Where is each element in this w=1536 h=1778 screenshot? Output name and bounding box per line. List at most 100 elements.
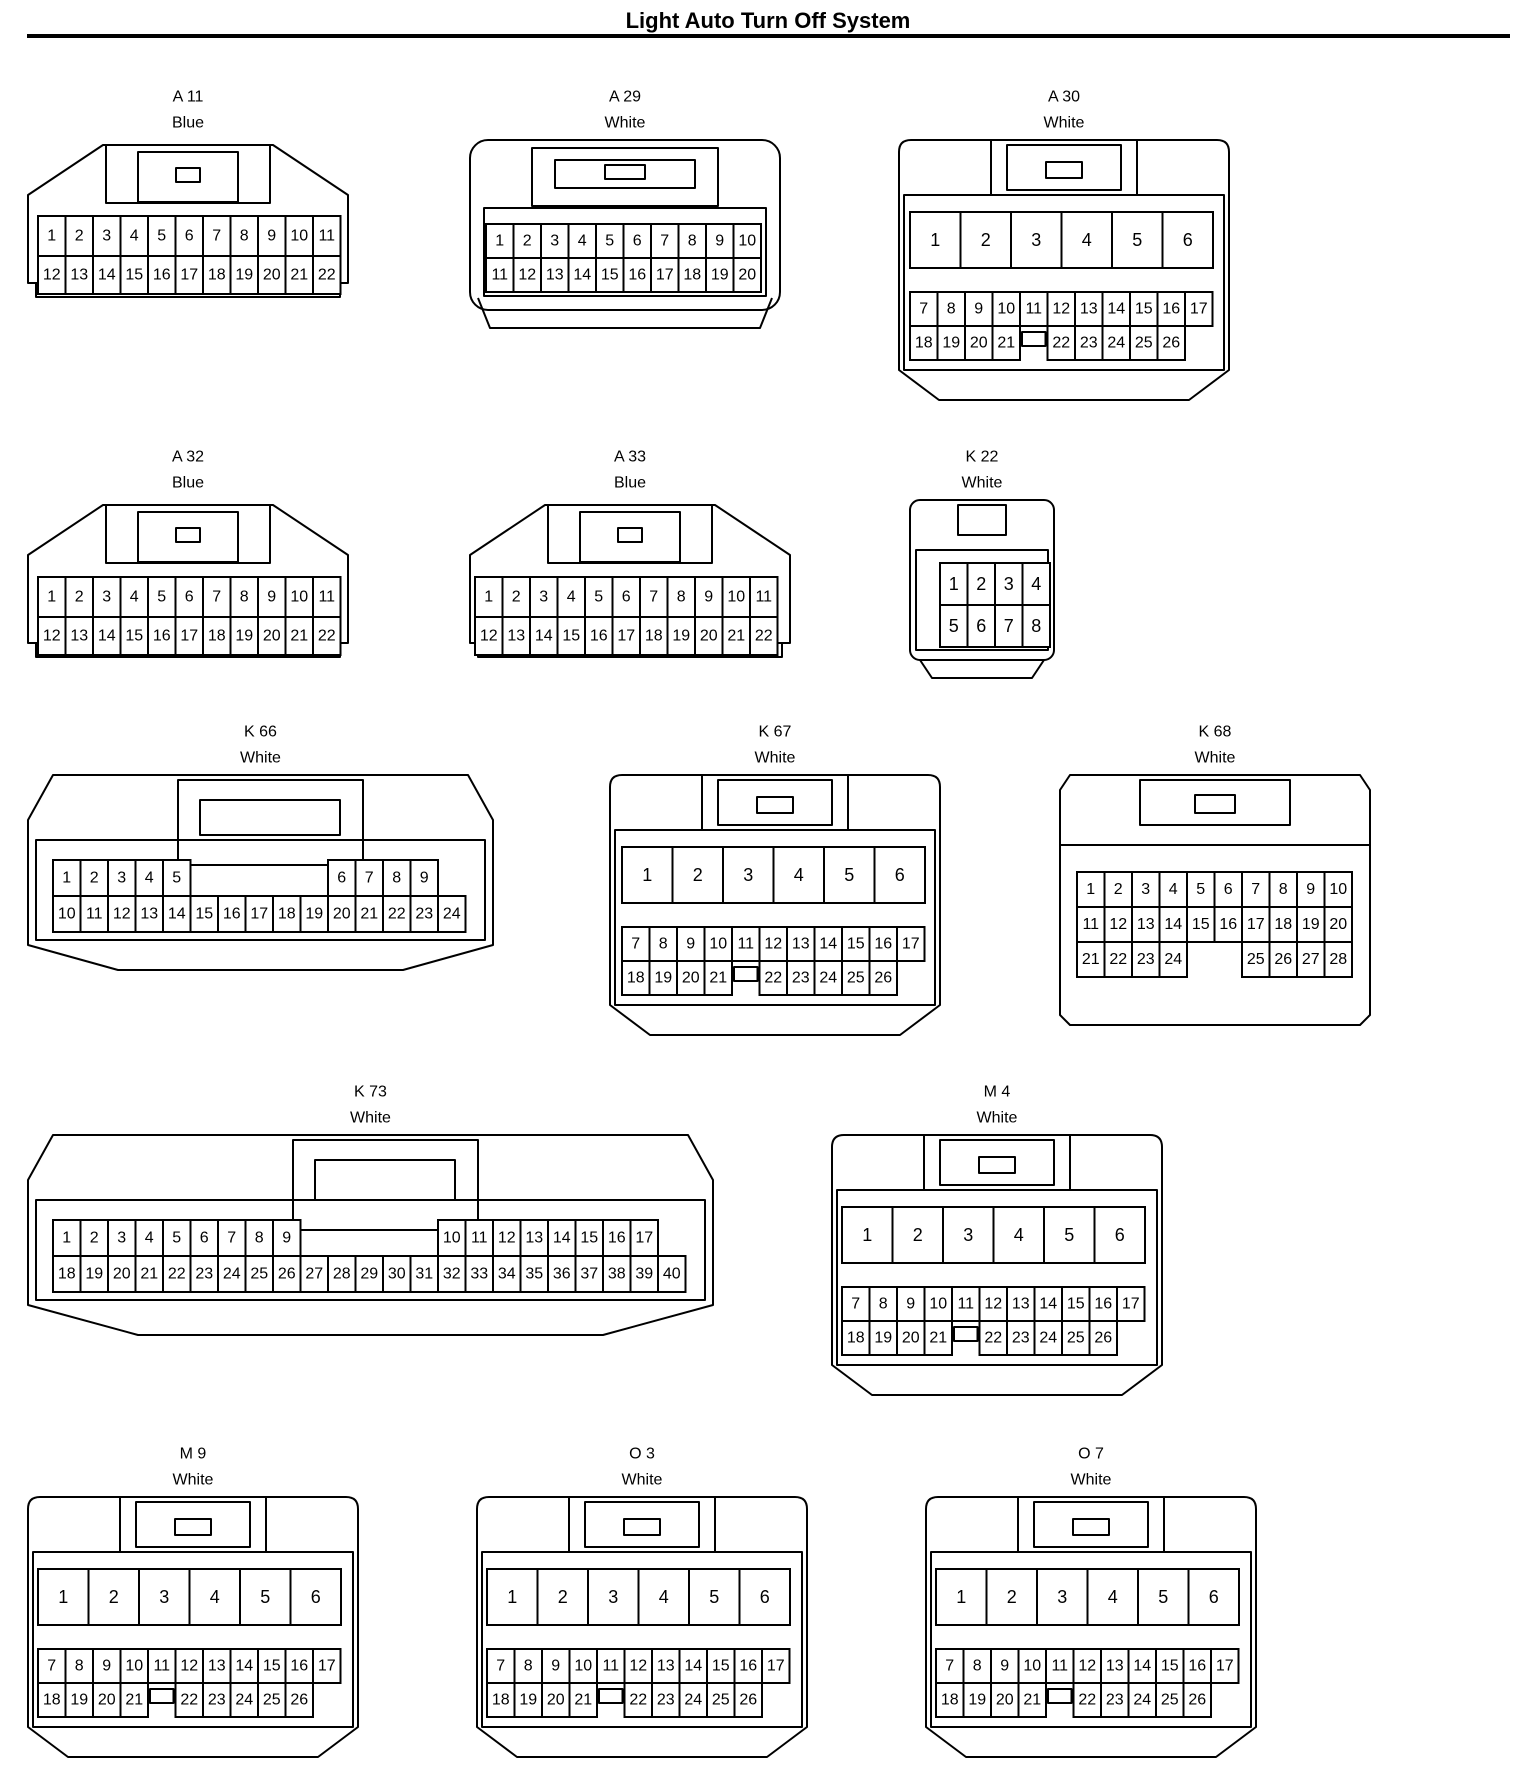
pin-cell	[650, 223, 680, 259]
pin-number: 2	[976, 574, 986, 594]
pin-number: 6	[1209, 1587, 1219, 1607]
pin-cell	[1129, 291, 1159, 327]
pin-cell	[229, 255, 259, 295]
pin-cell	[257, 1682, 287, 1718]
pin-cell	[732, 257, 762, 293]
pin-number: 21	[1082, 951, 1100, 968]
pin-number: 25	[263, 1692, 281, 1709]
pin-number: 19	[1302, 916, 1320, 933]
pin-number: 14	[1133, 1658, 1151, 1675]
pin-number: 5	[949, 616, 959, 636]
pin-number: 19	[235, 267, 253, 284]
pin-number: 11	[755, 589, 772, 606]
pin-cell	[629, 1219, 659, 1257]
pin-number: 3	[608, 1587, 618, 1607]
pin-cell	[703, 960, 733, 996]
pin-cell	[935, 1568, 988, 1626]
pin-number: 8	[947, 301, 956, 318]
pin-number: 21	[1023, 1692, 1041, 1709]
pin-number: 24	[443, 906, 461, 923]
pin-cell	[1060, 211, 1113, 269]
pin-number: 23	[792, 970, 810, 987]
pin-cell	[1241, 941, 1271, 978]
pin-number: 9	[704, 589, 713, 606]
pin-number: 1	[47, 228, 56, 245]
pin-cell	[1323, 941, 1353, 978]
pin-cell	[217, 895, 247, 933]
connector-color: White	[977, 1110, 1018, 1127]
pin-number: 1	[47, 589, 56, 606]
pin-cell	[87, 1568, 140, 1626]
pin-cell	[1072, 1682, 1102, 1718]
pin-number: 11	[1082, 916, 1099, 933]
pin-number: 9	[420, 870, 429, 887]
pin-cell	[134, 1219, 164, 1257]
pin-number: 22	[388, 906, 406, 923]
pin-number: 5	[1132, 230, 1142, 250]
pin-cell	[312, 1648, 342, 1684]
pin-number: 2	[75, 589, 84, 606]
pin-number: 6	[976, 616, 986, 636]
pin-number: 25	[712, 1692, 730, 1709]
pin-number: 14	[235, 1658, 253, 1675]
connector-color: White	[962, 475, 1003, 492]
pin-number: 11	[1051, 1658, 1068, 1675]
pin-number: 15	[1067, 1296, 1085, 1313]
pin-number: 23	[1137, 951, 1155, 968]
pin-number: 19	[85, 1266, 103, 1283]
pin-number: 19	[711, 267, 729, 284]
pin-cell	[758, 926, 788, 962]
pin-number: 27	[1302, 951, 1320, 968]
pin-number: 4	[567, 589, 576, 606]
pin-cell	[648, 960, 678, 996]
pin-cell	[584, 616, 614, 656]
pin-number: 12	[984, 1296, 1002, 1313]
pin-number: 20	[682, 970, 700, 987]
pin-number: 13	[1012, 1296, 1030, 1313]
pin-number: 23	[208, 1692, 226, 1709]
pin-number: 18	[847, 1330, 865, 1347]
pin-number: 5	[1064, 1225, 1074, 1245]
pin-number: 22	[1078, 1692, 1096, 1709]
pin-cell	[992, 1206, 1045, 1264]
pin-cell	[990, 1682, 1020, 1718]
pin-number: 10	[290, 228, 308, 245]
pin-number: 8	[659, 936, 668, 953]
pin-number: 25	[847, 970, 865, 987]
pin-number: 16	[153, 628, 171, 645]
pin-number: 15	[712, 1658, 730, 1675]
pin-number: 8	[1279, 881, 1288, 898]
pin-cell	[761, 1648, 791, 1684]
pin-number: 15	[1192, 916, 1210, 933]
pin-number: 40	[663, 1266, 681, 1283]
pin-number: 3	[550, 233, 559, 250]
pin-cell	[868, 960, 898, 996]
pin-cell	[437, 895, 467, 933]
pin-number: 1	[484, 589, 493, 606]
pin-cell	[540, 223, 570, 259]
pin-number: 2	[558, 1587, 568, 1607]
pin-number: 6	[895, 865, 905, 885]
pin-cell	[1187, 1568, 1240, 1626]
pin-number: 3	[159, 1587, 169, 1607]
pin-number: 2	[981, 230, 991, 250]
pin-number: 11	[602, 1658, 619, 1675]
pin-number: 4	[1169, 881, 1178, 898]
pin-number: 24	[1164, 951, 1182, 968]
pin-number: 8	[255, 1230, 264, 1247]
pin-number: 5	[709, 1587, 719, 1607]
connector-id: M 9	[180, 1446, 207, 1463]
pin-cell	[959, 211, 1012, 269]
pin-number: 22	[318, 628, 336, 645]
connector-id: K 22	[966, 449, 999, 466]
pin-number: 9	[686, 936, 695, 953]
pin-cell	[1045, 1648, 1075, 1684]
pin-cell	[909, 325, 939, 361]
pin-number: 14	[1164, 916, 1182, 933]
pin-number: 5	[844, 865, 854, 885]
pin-number: 17	[250, 906, 268, 923]
pin-number: 4	[1082, 230, 1092, 250]
connector-color: White	[1195, 750, 1236, 767]
pin-number: 16	[608, 1230, 626, 1247]
